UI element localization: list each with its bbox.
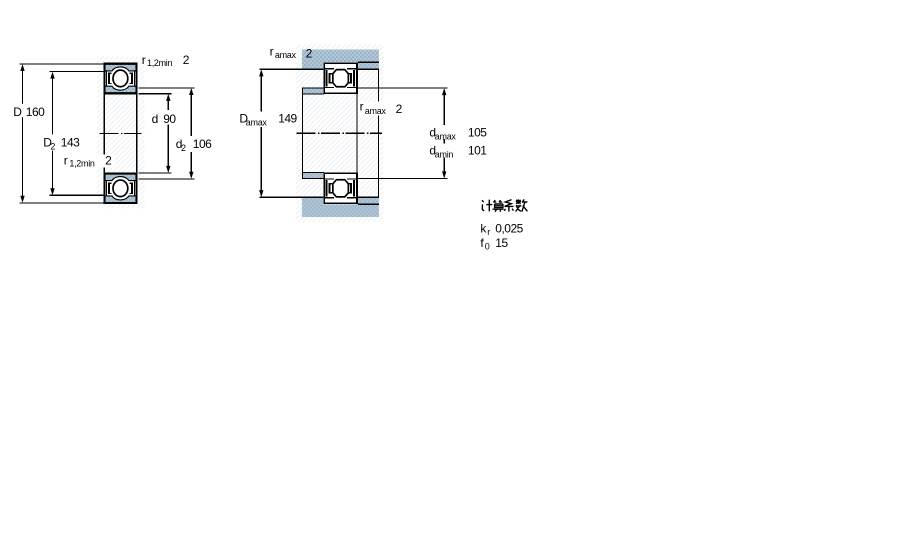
svg-text:2: 2 <box>181 143 186 153</box>
svg-text:d: d <box>152 112 158 126</box>
svg-text:0: 0 <box>485 241 490 251</box>
svg-text:2: 2 <box>306 47 313 61</box>
svg-text:0,025: 0,025 <box>495 222 523 236</box>
svg-text:d: d <box>176 137 182 151</box>
svg-text:15: 15 <box>495 236 508 250</box>
svg-text:143: 143 <box>61 135 80 149</box>
svg-text:amax: amax <box>435 131 457 141</box>
svg-text:amax: amax <box>275 50 297 60</box>
svg-text:160: 160 <box>26 105 45 119</box>
svg-text:r: r <box>270 44 274 58</box>
svg-text:r: r <box>142 53 146 67</box>
svg-text:r: r <box>64 153 68 167</box>
svg-text:D: D <box>13 105 22 119</box>
svg-text:90: 90 <box>163 112 176 126</box>
svg-text:amax: amax <box>365 106 387 116</box>
svg-text:d: d <box>429 125 435 139</box>
svg-text:k: k <box>480 222 487 236</box>
svg-text:f: f <box>480 236 484 250</box>
svg-text:D: D <box>239 112 248 126</box>
svg-text:1,2min: 1,2min <box>147 58 173 68</box>
svg-text:2: 2 <box>396 102 403 116</box>
svg-text:106: 106 <box>193 137 212 151</box>
svg-text:d: d <box>429 144 435 158</box>
svg-text:2: 2 <box>183 53 190 67</box>
svg-text:D: D <box>43 135 52 149</box>
svg-text:1,2min: 1,2min <box>69 159 95 169</box>
svg-text:105: 105 <box>468 125 487 139</box>
svg-text:r: r <box>487 227 490 237</box>
svg-text:amax: amax <box>246 117 268 127</box>
svg-text:amin: amin <box>435 150 454 160</box>
svg-text:2: 2 <box>105 154 112 168</box>
svg-text:149: 149 <box>278 112 297 126</box>
svg-text:101: 101 <box>468 144 487 158</box>
svg-text:r: r <box>360 99 364 113</box>
svg-text:2: 2 <box>50 142 55 152</box>
